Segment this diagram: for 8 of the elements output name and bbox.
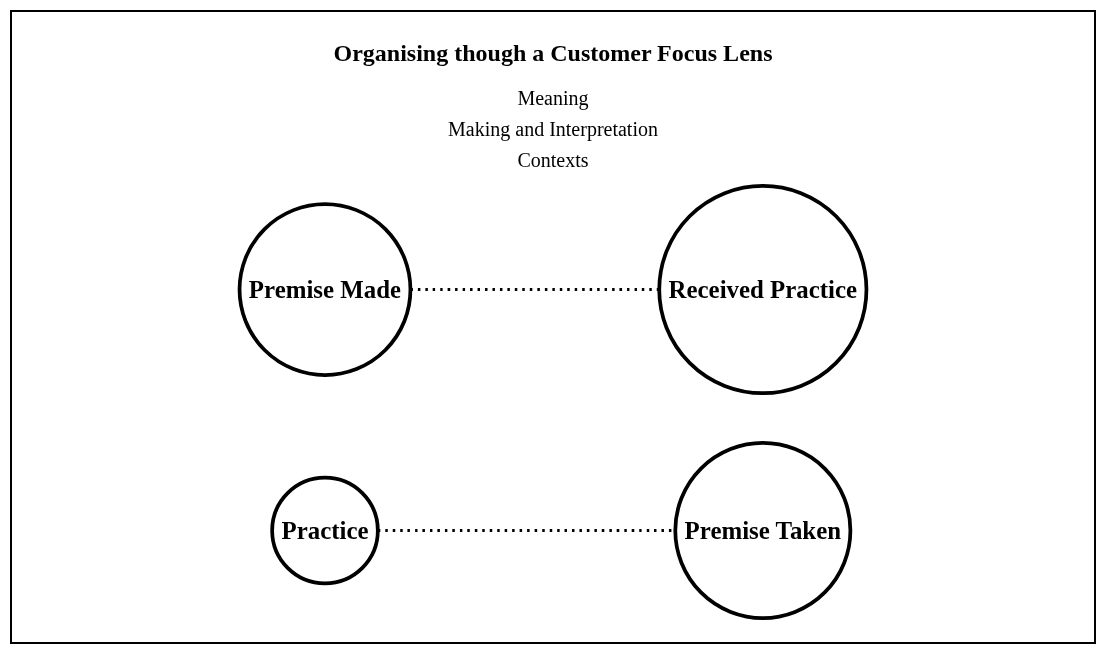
diagram-title: Organising though a Customer Focus Lens (333, 40, 773, 67)
node-circle: Received Practice (657, 184, 869, 396)
context-label: Meaning (517, 87, 589, 110)
node-circle: Practice (270, 475, 380, 586)
node-circle: Premise Taken (673, 441, 853, 620)
node-circle: Premise Made (237, 202, 413, 377)
context-label: Contexts (517, 149, 589, 172)
context-label: Making and Interpretation (448, 118, 658, 141)
